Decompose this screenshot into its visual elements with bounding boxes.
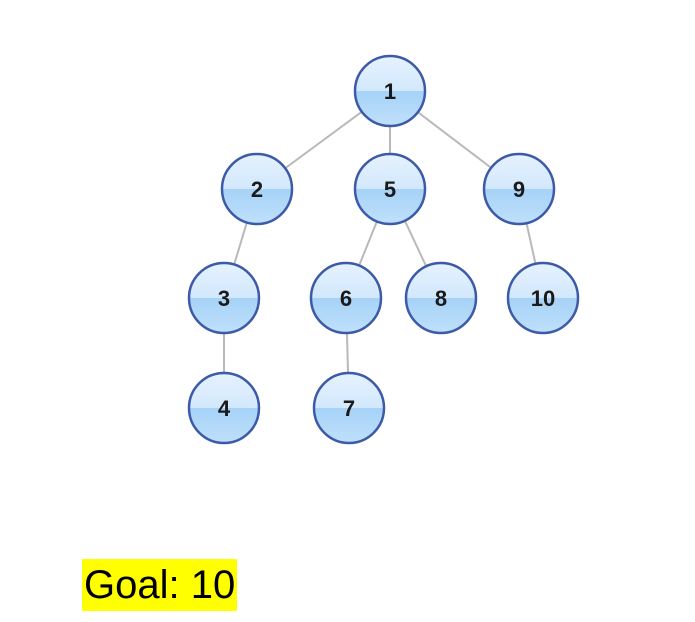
node-label: 8 bbox=[435, 286, 447, 311]
node-label: 2 bbox=[251, 177, 263, 202]
node-label: 9 bbox=[513, 177, 525, 202]
node-10: 10 bbox=[506, 261, 580, 335]
node-circle bbox=[220, 152, 294, 226]
node-circle bbox=[187, 261, 261, 335]
node-circle bbox=[353, 54, 427, 128]
node-label: 1 bbox=[384, 79, 396, 104]
node-circle bbox=[404, 261, 478, 335]
node-label: 7 bbox=[343, 396, 355, 421]
node-5: 5 bbox=[353, 152, 427, 226]
node-2: 2 bbox=[220, 152, 294, 226]
node-label: 6 bbox=[340, 286, 352, 311]
tree-diagram: 1 2 5 9 3 6 8 10 4 7 bbox=[187, 54, 580, 445]
node-label: 5 bbox=[384, 177, 396, 202]
node-3: 3 bbox=[187, 261, 261, 335]
node-circle bbox=[309, 261, 383, 335]
node-label: 3 bbox=[218, 286, 230, 311]
node-1: 1 bbox=[353, 54, 427, 128]
node-circle bbox=[482, 152, 556, 226]
node-6: 6 bbox=[309, 261, 383, 335]
node-label: 4 bbox=[218, 396, 231, 421]
node-circle bbox=[353, 152, 427, 226]
node-circle bbox=[187, 371, 261, 445]
tree-nodes: 1 2 5 9 3 6 8 10 4 7 bbox=[187, 54, 580, 445]
node-7: 7 bbox=[312, 371, 386, 445]
node-8: 8 bbox=[404, 261, 478, 335]
goal-label: Goal: 10 bbox=[82, 559, 238, 611]
tree-edges bbox=[223, 90, 544, 409]
node-circle bbox=[506, 261, 580, 335]
node-label: 10 bbox=[531, 286, 555, 311]
node-circle bbox=[312, 371, 386, 445]
node-9: 9 bbox=[482, 152, 556, 226]
node-4: 4 bbox=[187, 371, 261, 445]
